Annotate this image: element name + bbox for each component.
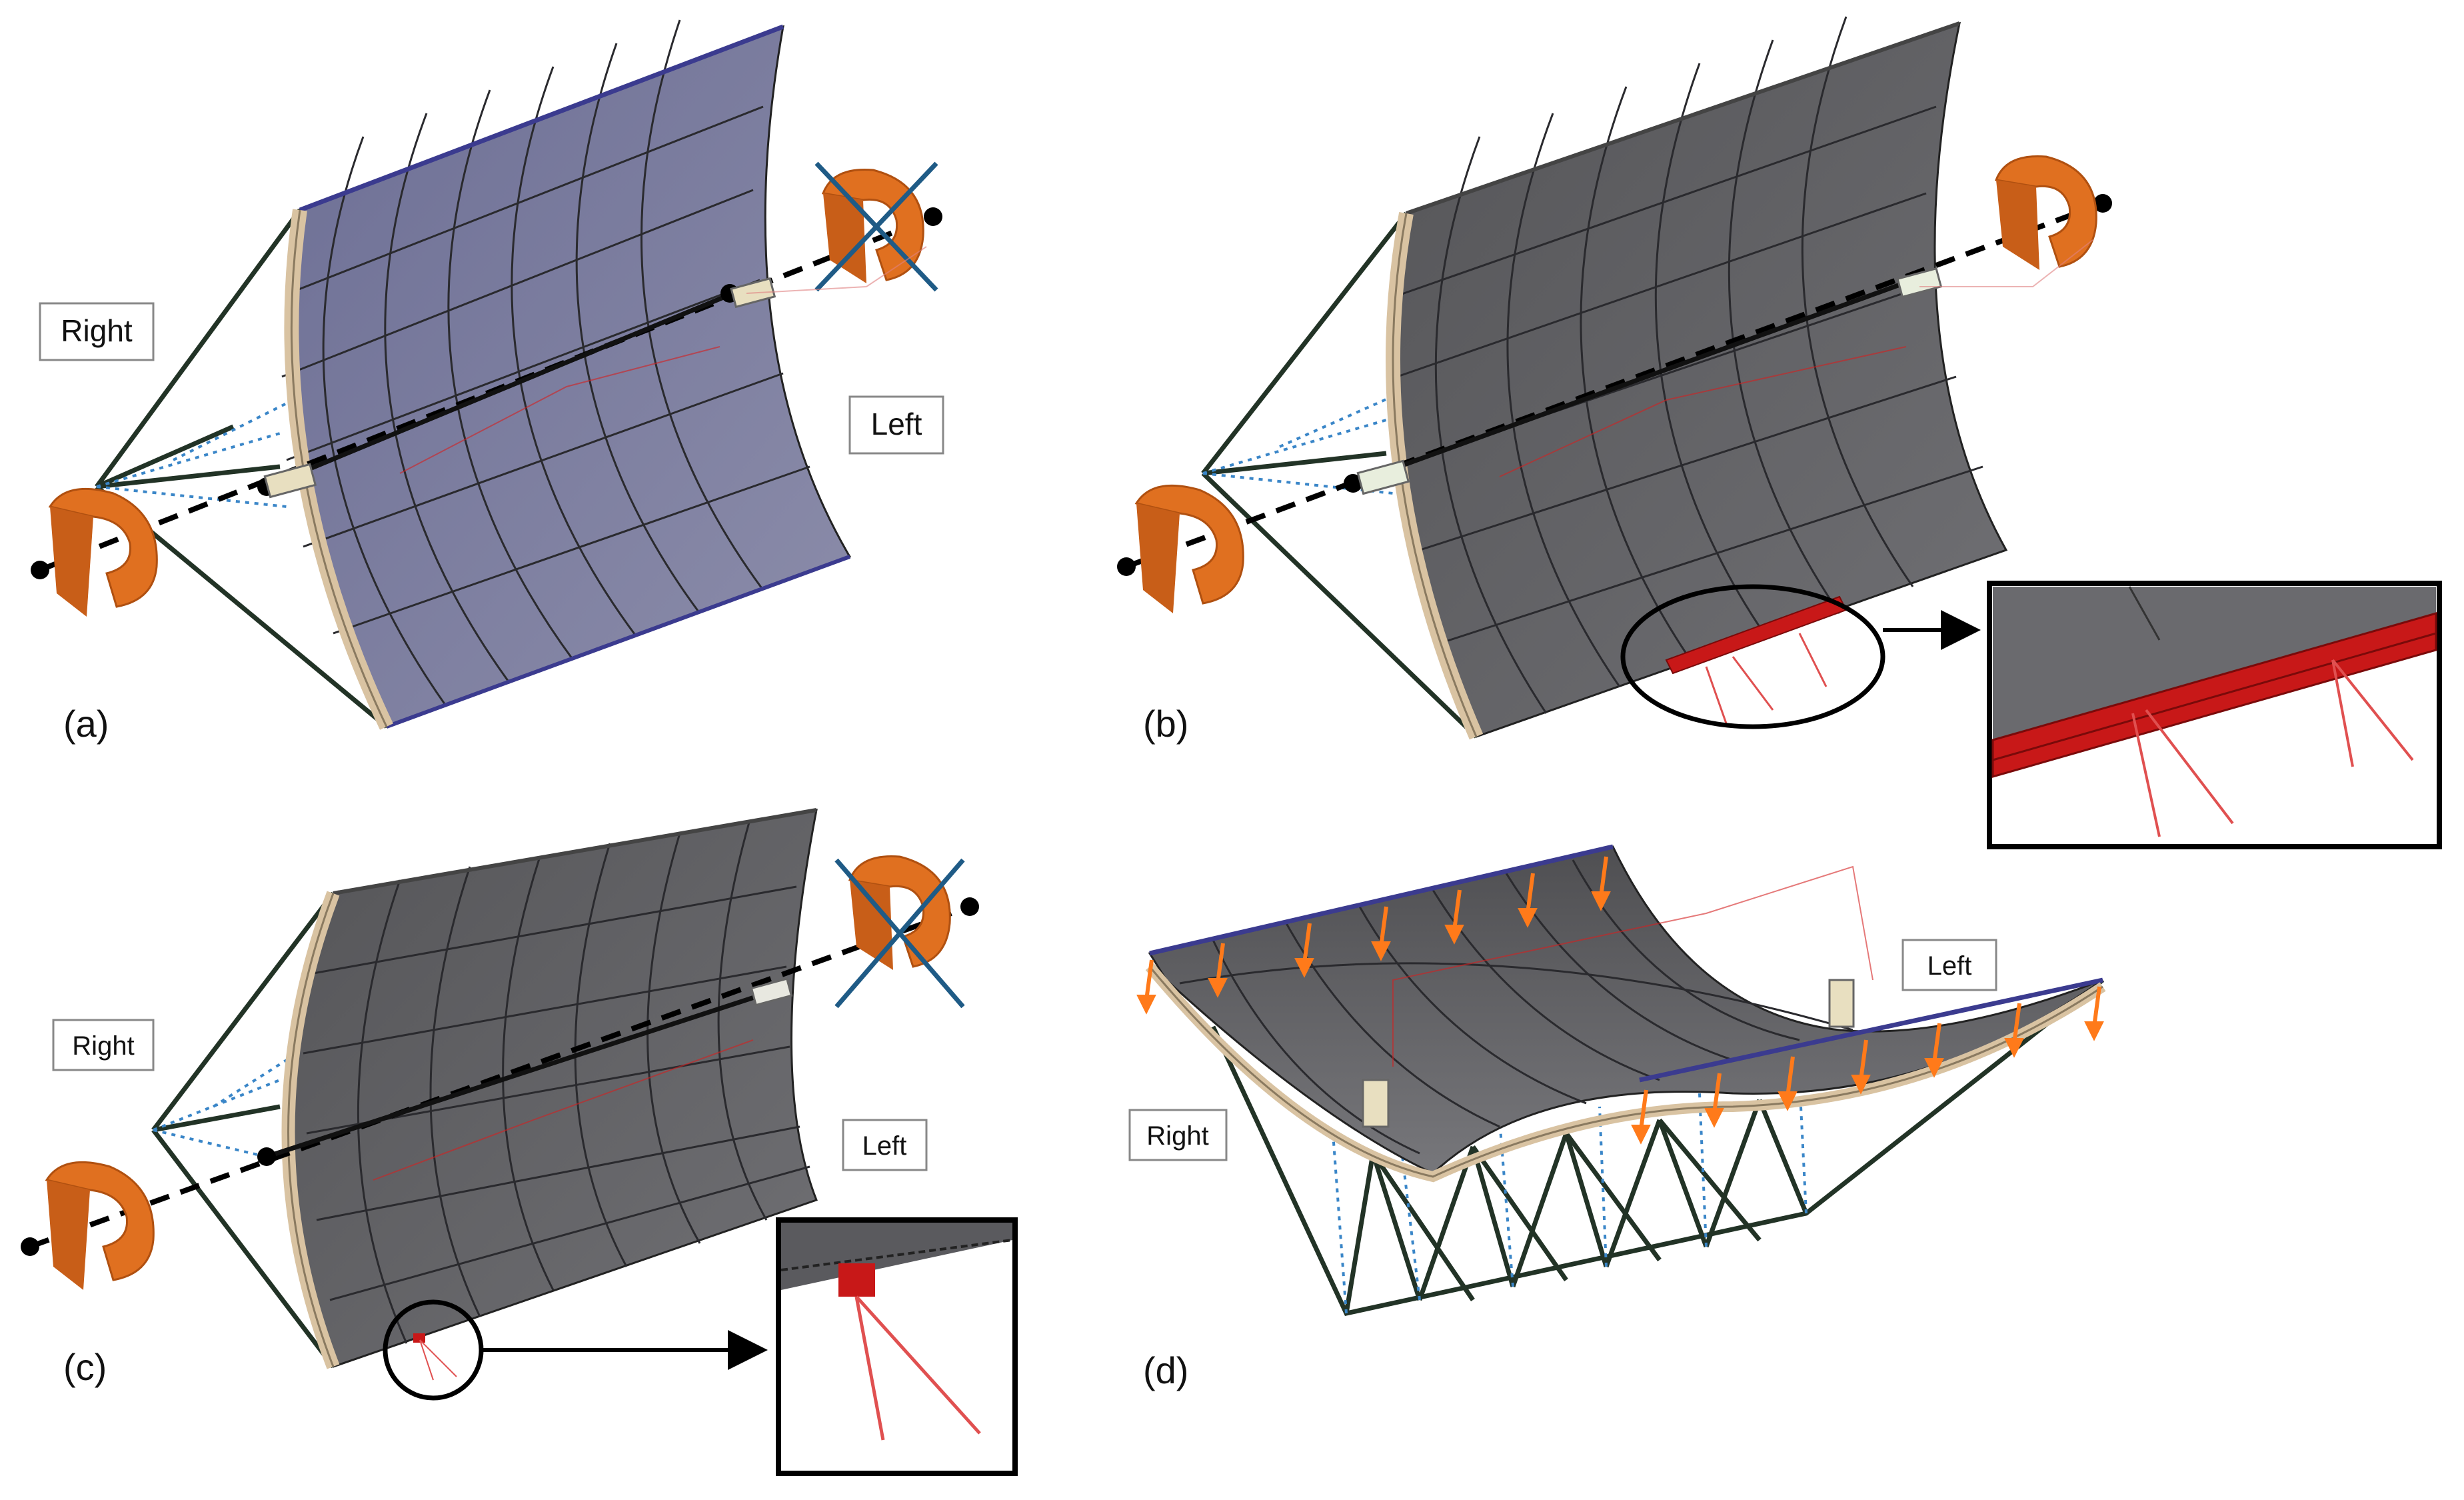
top-edge	[1149, 844, 1614, 956]
axis-end-dot	[2093, 194, 2112, 213]
load-arrows	[1136, 856, 2104, 1145]
top-edge	[333, 808, 817, 895]
mirror-surface	[290, 25, 852, 728]
panel-label: (a)	[63, 703, 109, 745]
torque-tube	[1352, 277, 1914, 486]
zoom-inset	[776, 1217, 1018, 1476]
drive-left	[1994, 155, 2097, 270]
panel-label: (d)	[1143, 1349, 1188, 1391]
bearing-block	[1828, 979, 1855, 1028]
top-edge	[1639, 977, 2103, 1083]
axis-end-dot	[31, 561, 49, 579]
bracing-lines	[153, 1059, 288, 1161]
right-label-box: Right	[52, 1019, 155, 1071]
right-label-box: Right	[1128, 1109, 1228, 1161]
drive-right	[45, 1161, 155, 1290]
bracing-lines	[96, 399, 294, 508]
drive-left-crossed	[814, 161, 938, 292]
axis-end-dot	[924, 207, 942, 226]
truss-frame	[1201, 211, 1478, 739]
bearing-block	[1896, 267, 1943, 299]
right-label: Right	[72, 1031, 134, 1061]
mirror-grid	[281, 19, 810, 707]
left-label-box: Left	[848, 395, 944, 455]
panel-a: Right Left (a)	[31, 19, 944, 745]
zoom-circle	[1620, 584, 1885, 729]
pivot-dot	[257, 1147, 276, 1166]
bottom-edge	[385, 555, 851, 729]
constraint-lines	[746, 246, 927, 294]
constraint-lines	[1499, 346, 1907, 477]
top-edge	[1406, 21, 1960, 215]
left-label: Left	[1927, 951, 1972, 981]
cross-mark	[814, 161, 938, 292]
right-label: Right	[61, 313, 133, 348]
constraint-lines	[1392, 865, 1873, 1067]
bracing-lines	[1332, 1079, 1808, 1314]
bearing-block	[750, 977, 793, 1007]
left-label-box: Left	[1901, 939, 1997, 991]
bearing-block	[263, 463, 317, 499]
panel-b: (b)	[1117, 16, 2442, 849]
left-label-box: Left	[842, 1119, 928, 1171]
drive-right	[1134, 484, 1244, 613]
panel-label: (b)	[1143, 703, 1188, 745]
torque-tube	[265, 991, 768, 1159]
torque-tube	[265, 291, 734, 489]
bearing-block	[1362, 1079, 1390, 1128]
axis-end-dot	[21, 1237, 39, 1256]
panel-c: Right Left (c)	[21, 808, 1018, 1476]
drive-left-crossed	[834, 855, 965, 1009]
right-label-box: Right	[39, 302, 155, 361]
axis-end-dot	[960, 897, 979, 916]
rotation-axis	[29, 904, 971, 1249]
constraint-point	[413, 1333, 425, 1343]
bearing-block	[1356, 459, 1410, 495]
drive-right	[48, 487, 158, 617]
right-label: Right	[1146, 1121, 1208, 1151]
mirror-grid	[303, 819, 810, 1344]
cross-mark	[834, 858, 965, 1009]
top-edge	[299, 24, 784, 213]
pivot-dot	[1344, 474, 1362, 493]
truss-frame	[1210, 978, 2105, 1317]
left-label: Left	[862, 1131, 907, 1161]
constraint-lines	[399, 346, 720, 474]
bracing-lines	[1202, 392, 1400, 495]
constraint-lines	[373, 1039, 754, 1181]
rotation-axis	[1125, 201, 2104, 569]
truss-frame	[151, 891, 335, 1369]
left-label: Left	[871, 407, 922, 441]
constraint-lines	[1919, 239, 2093, 287]
zoom-inset	[1987, 581, 2442, 849]
panel-label: (c)	[63, 1346, 107, 1388]
panel-d: Right Left (d)	[1128, 844, 2106, 1391]
axis-end-dot	[1117, 557, 1136, 576]
